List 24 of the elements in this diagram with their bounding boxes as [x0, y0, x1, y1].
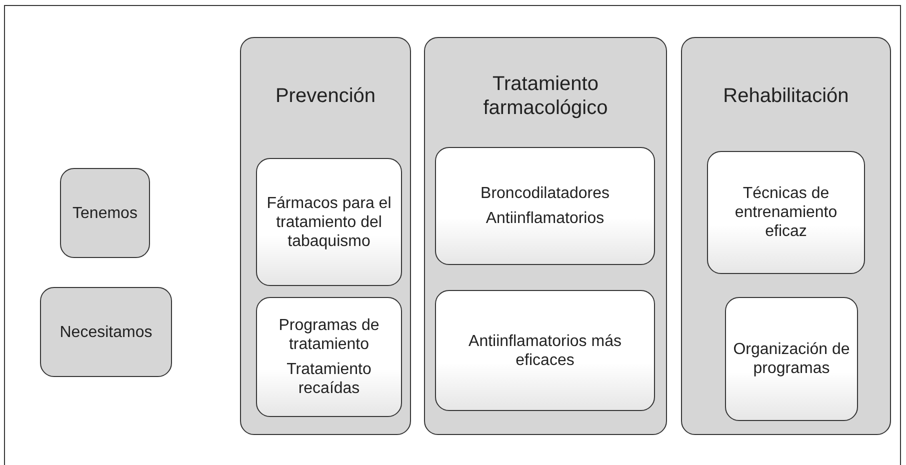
item-box: [256, 297, 402, 417]
item-box: [725, 297, 858, 421]
column-heading: Tratamiento farmacológico: [482, 72, 609, 120]
box-text: Técnicas de entrenamiento eficaz: [734, 184, 838, 241]
category-box: [40, 287, 172, 377]
item-box: [435, 290, 655, 411]
category-box: [60, 168, 150, 258]
column-panel: [424, 37, 667, 435]
item-box: [707, 151, 865, 274]
box-text: Tratamiento recaídas: [286, 360, 372, 398]
item-box: [435, 147, 655, 265]
box-text: Antiinflamatorios más eficaces: [468, 332, 622, 370]
column-panel: [240, 37, 411, 435]
box-text: Necesitamos: [58, 322, 154, 342]
box-text: Broncodilatadores: [480, 184, 610, 203]
box-text: Fármacos para el tratamiento del tabaquismo: [266, 194, 392, 250]
column-heading: Rehabilitación: [722, 84, 850, 108]
item-box: [256, 158, 402, 286]
box-text: Tenemos: [72, 204, 138, 222]
box-text: Organización de programas: [732, 340, 851, 378]
column-heading: Prevención: [274, 84, 377, 108]
box-text: Programas de tratamiento: [278, 316, 380, 354]
box-text: Antiinflamatorios: [484, 209, 606, 228]
column-panel: [681, 37, 891, 435]
